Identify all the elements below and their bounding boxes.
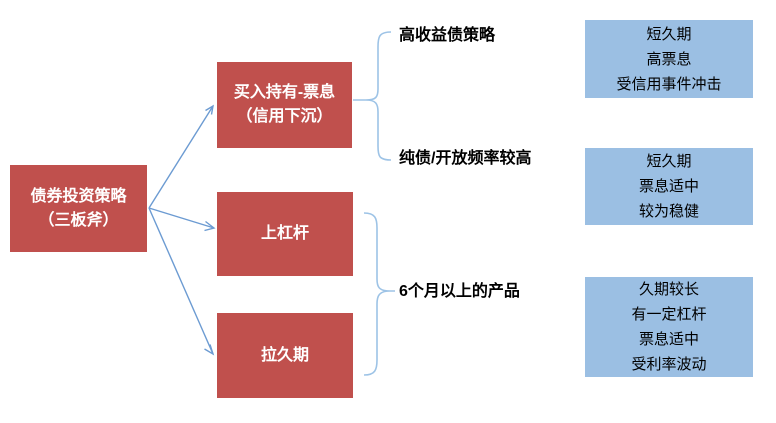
brace-buyhold-sublabels — [353, 31, 392, 161]
strategy-label-line2: （信用下沉） — [236, 108, 333, 125]
outcome-box-short-duration-moderate-coupon: 短久期 票息适中 较为稳健 — [585, 148, 753, 225]
root-strategy-box: 债券投资策略 （三板斧） — [10, 165, 147, 252]
outcome-line: 票息适中 — [638, 178, 699, 195]
outcome-line: 较为稳健 — [638, 203, 699, 220]
outcome-line: 久期较长 — [638, 281, 699, 298]
strategy-box-add-leverage: 上杠杆 — [217, 192, 353, 276]
sub-label-products-over-6-months: 6个月以上的产品 — [399, 283, 520, 300]
outcome-line: 受利率波动 — [631, 356, 707, 373]
arrow-root-to-buyhold — [148, 104, 214, 209]
outcome-line: 有一定杠杆 — [631, 306, 707, 323]
strategy-label: 拉久期 — [260, 346, 309, 364]
strategy-box-extend-duration: 拉久期 — [217, 313, 353, 398]
root-strategy-label-line2: （三板斧） — [38, 211, 119, 229]
sub-label-pure-bond-open-frequency: 纯债/开放频率较高 — [399, 150, 532, 167]
outcome-box-short-duration-high-coupon: 短久期 高票息 受信用事件冲击 — [585, 20, 753, 98]
outcome-box-long-duration-leverage: 久期较长 有一定杠杆 票息适中 受利率波动 — [585, 277, 753, 377]
outcome-line: 短久期 — [646, 153, 692, 170]
outcome-line: 受信用事件冲击 — [616, 75, 722, 93]
outcome-line: 票息适中 — [638, 331, 699, 348]
strategy-box-buy-hold-coupon: 买入持有-票息 （信用下沉） — [217, 62, 352, 148]
strategy-label: 上杠杆 — [260, 225, 309, 242]
strategy-label-line1: 买入持有-票息 — [233, 84, 336, 101]
root-strategy-label-line1: 债券投资策略 — [30, 187, 127, 205]
sub-label-high-yield-bond: 高收益债策略 — [399, 27, 496, 44]
brace-leverage-duration-product — [363, 212, 395, 376]
outcome-line: 短久期 — [646, 25, 692, 43]
outcome-line: 高票息 — [646, 50, 692, 68]
arrow-root-to-leverage — [148, 207, 216, 232]
arrow-root-to-duration — [148, 207, 215, 356]
